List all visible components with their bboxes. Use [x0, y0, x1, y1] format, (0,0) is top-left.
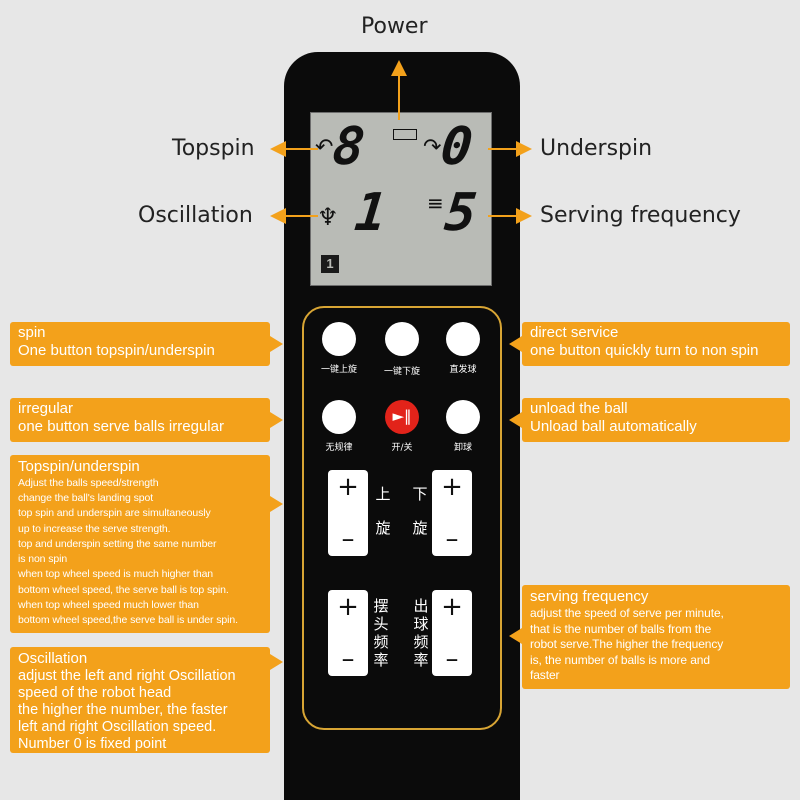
topspin-underspin-info-box: Topspin/underspin Adjust the balls speed… — [10, 455, 270, 633]
irregular-label: 无规律 — [325, 443, 353, 453]
one-key-topspin-button[interactable] — [322, 322, 356, 356]
topspin-underspin-line: Adjust the balls speed/strength — [18, 477, 159, 489]
swing-char-2: 头 — [373, 615, 389, 633]
irregular-box-title: irregular — [18, 400, 74, 417]
power-label: 开/关 — [391, 443, 413, 453]
topspin-underspin-line: bottom wheel speed, the serve ball is to… — [18, 583, 229, 596]
spin-box-title: spin — [18, 324, 46, 341]
serving-frequency-line: is, the number of balls is more and — [530, 652, 710, 667]
spin-box-line: One button topspin/underspin — [18, 342, 215, 359]
topspin-char-2: 旋 — [375, 519, 391, 537]
serving-frequency-line: faster — [530, 668, 560, 683]
spin-info-box: spin One button topspin/underspin — [10, 322, 270, 366]
unload-label: 卸球 — [453, 443, 473, 453]
oscillation-box-line: Number 0 is fixed point — [18, 735, 167, 752]
unload-info-box: unload the ball Unload ball automaticall… — [522, 398, 790, 442]
play-pause-icon: ►‖ — [392, 407, 412, 425]
lcd-display: ↶ 8 ↷ 0 ♆ 1 ≡ 5 1 — [310, 112, 492, 286]
oscillation-minus-button[interactable]: – — [341, 644, 355, 674]
serving-frequency-box-title: serving frequency — [530, 588, 649, 605]
callout-serving-frequency: Serving frequency — [540, 203, 741, 228]
topspin-underspin-line: is non spin — [18, 553, 68, 566]
oscillation-box-line: left and right Oscillation speed. — [18, 718, 217, 735]
oscillation-stepper[interactable]: + – — [328, 590, 368, 676]
serving-frequency-line: robot serve.The higher the frequency — [530, 637, 724, 652]
ballfreq-char-2: 球 — [413, 615, 429, 633]
oscillation-icon: ♆ — [317, 203, 339, 231]
topspin-underspin-line: top and underspin setting the same numbe… — [18, 537, 217, 550]
unload-pointer — [509, 412, 522, 428]
swing-char-1: 摆 — [373, 597, 389, 615]
power-button[interactable]: ►‖ — [385, 400, 419, 434]
topspin-icon: ↶ — [315, 135, 334, 160]
irregular-info-box: irregular one button serve balls irregul… — [10, 398, 270, 442]
oscillation-info-box: Oscillation adjust the left and right Os… — [10, 647, 270, 753]
underspin-minus-button[interactable]: – — [445, 524, 459, 554]
irregular-box-line: one button serve balls irregular — [18, 418, 224, 435]
underspin-plus-button[interactable]: + — [441, 472, 463, 502]
ballfreq-char-3: 频 — [413, 633, 429, 651]
frequency-plus-button[interactable]: + — [441, 592, 463, 622]
topspin-underspin-line: change the ball's landing spot — [18, 492, 154, 505]
button-panel — [302, 306, 502, 730]
topspin-underspin-line: bottom wheel speed,the serve ball is und… — [18, 613, 238, 626]
spin-pointer — [270, 336, 283, 352]
topspin-plus-button[interactable]: + — [337, 472, 359, 502]
direct-service-box-title: direct service — [530, 324, 619, 341]
topspin-char-1: 上 — [375, 485, 391, 503]
frequency-icon: ≡ — [427, 191, 444, 215]
serving-frequency-info-box: serving frequency adjust the speed of se… — [522, 585, 790, 689]
swing-char-4: 率 — [373, 651, 389, 669]
topspin-minus-button[interactable]: – — [341, 524, 355, 554]
direct-serve-label: 直发球 — [449, 365, 477, 375]
ballfreq-char-1: 出 — [413, 597, 429, 615]
callout-topspin: Topspin — [172, 136, 255, 161]
irregular-pointer — [270, 412, 283, 428]
oscillation-box-line: speed of the robot head — [18, 684, 172, 701]
underspin-char-2: 旋 — [412, 519, 428, 537]
underspin-char-1: 下 — [412, 485, 428, 503]
unload-box-line: Unload ball automatically — [530, 418, 697, 435]
one-key-topspin-label: 一键上旋 — [320, 365, 358, 375]
one-key-underspin-label: 一键下旋 — [383, 367, 421, 377]
frequency-stepper[interactable]: + – — [432, 590, 472, 676]
unload-button[interactable] — [446, 400, 480, 434]
serving-frequency-line: adjust the speed of serve per minute, — [530, 606, 724, 620]
irregular-button[interactable] — [322, 400, 356, 434]
oscillation-plus-button[interactable]: + — [337, 592, 359, 622]
direct-service-box-line: one button quickly turn to non spin — [530, 342, 759, 359]
one-key-underspin-button[interactable] — [385, 322, 419, 356]
oscillation-pointer — [270, 654, 283, 670]
callout-oscillation: Oscillation — [138, 203, 253, 228]
topspin-underspin-line: up to increase the serve strength. — [18, 522, 171, 535]
underspin-icon: ↷ — [423, 135, 442, 160]
serving-frequency-pointer — [509, 628, 522, 644]
underspin-stepper[interactable]: + – — [432, 470, 472, 556]
topspin-underspin-line: when top wheel speed is much higher than — [18, 568, 214, 581]
ballfreq-char-4: 率 — [413, 651, 429, 669]
oscillation-box-line: adjust the left and right Oscillation — [18, 668, 236, 684]
swing-char-3: 频 — [373, 633, 389, 651]
callout-underspin: Underspin — [540, 136, 653, 161]
unload-box-title: unload the ball — [530, 400, 628, 417]
lcd-mode-indicator: 1 — [321, 255, 339, 273]
serving-frequency-line: that is the number of balls from the — [530, 621, 712, 636]
topspin-underspin-line: when top wheel speed much lower than — [18, 598, 199, 611]
frequency-minus-button[interactable]: – — [445, 644, 459, 674]
topspin-underspin-line: top spin and underspin are simultaneousl… — [18, 507, 211, 520]
topspin-underspin-pointer — [270, 496, 283, 512]
topspin-underspin-box-title: Topspin/underspin — [18, 458, 140, 475]
oscillation-box-line: the higher the number, the faster — [18, 701, 228, 718]
battery-icon — [393, 129, 417, 140]
topspin-stepper[interactable]: + – — [328, 470, 368, 556]
direct-service-info-box: direct service one button quickly turn t… — [522, 322, 790, 366]
oscillation-box-title: Oscillation — [18, 650, 88, 667]
direct-serve-button[interactable] — [446, 322, 480, 356]
callout-power: Power — [361, 14, 428, 39]
direct-service-pointer — [509, 336, 522, 352]
